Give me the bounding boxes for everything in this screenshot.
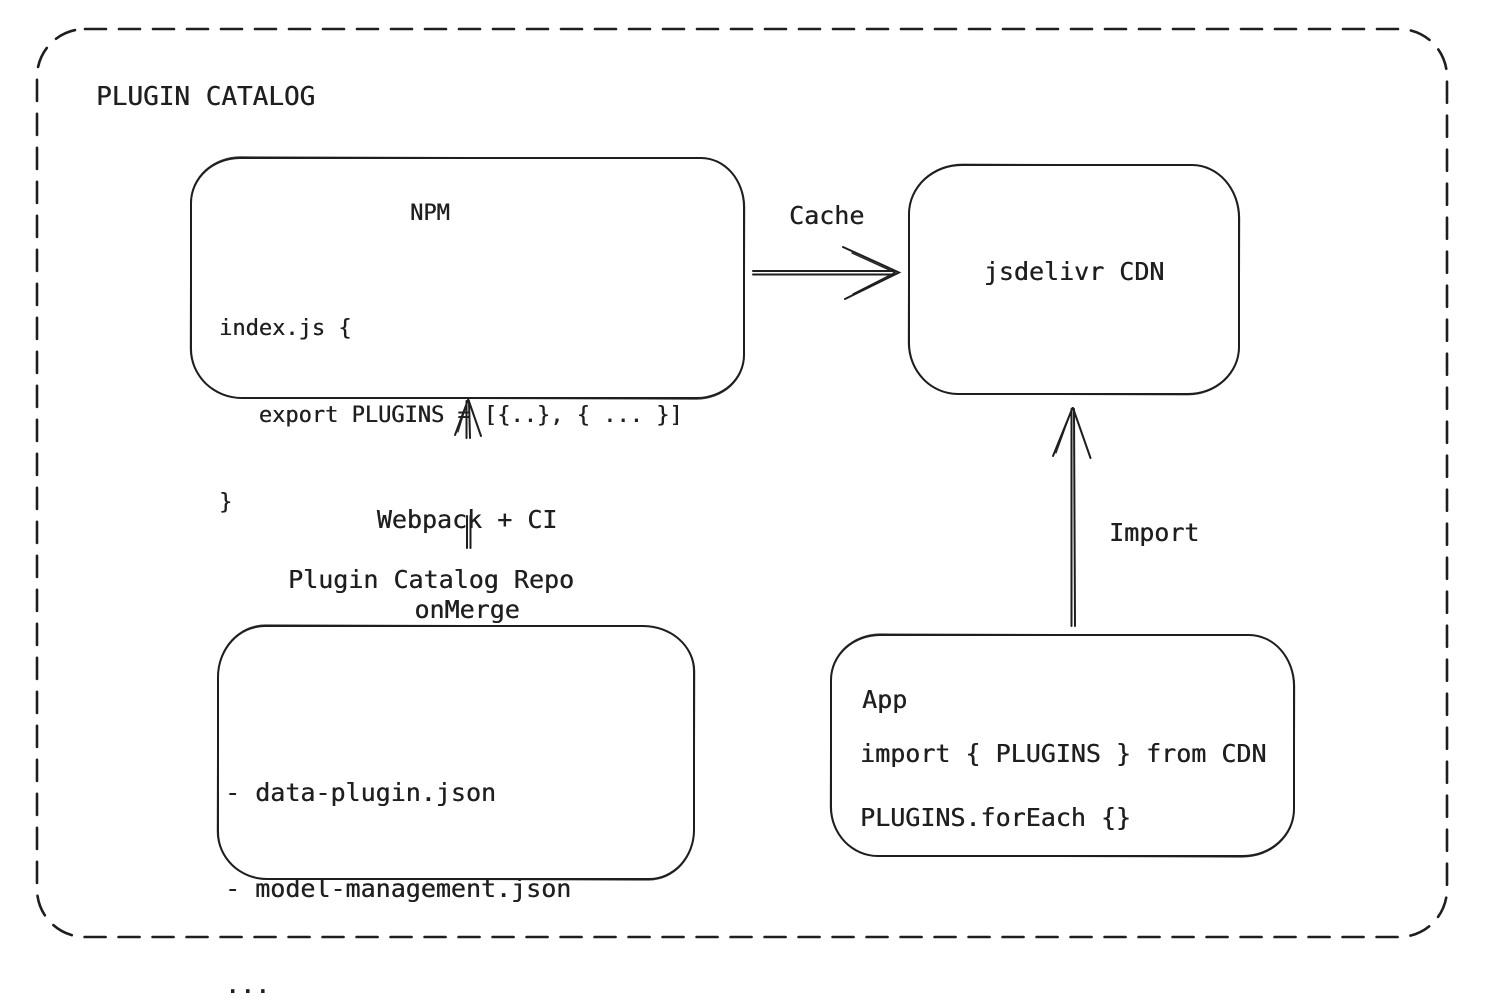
build-edge-label-line: Webpack + CI [376,505,558,534]
import-arrow [1052,407,1092,627]
cdn-node-label: jsdelivr CDN [983,257,1165,286]
repo-file-item: - data-plugin.json [225,778,496,807]
cache-edge-label: Cache [789,201,865,230]
repo-file-item: - model-management.json [225,874,572,903]
repo-file-item: ... [225,970,271,999]
build-edge-label-line: onMerge [414,595,520,624]
cdn-node: jsdelivr CDN [908,164,1240,395]
repo-node: - data-plugin.json - model-management.js… [217,625,695,999]
npm-node-title: NPM [410,201,450,226]
cache-arrow [752,246,902,300]
diagram-title: PLUGIN CATALOG [96,82,316,112]
npm-code-line: } [219,490,233,515]
repo-file-list: - data-plugin.json - model-management.js… [225,713,571,1002]
npm-node: NPM index.js { export PLUGINS = [{..}, {… [190,157,745,515]
build-edge-label: Webpack + CI onMerge [342,445,592,685]
import-edge-label: Import [1109,518,1200,547]
app-node-title: App [862,685,908,714]
app-node: App import { PLUGINS } from CDN PLUGINS.… [830,634,1295,857]
npm-code-line: export PLUGINS = [{..}, { ... }] [219,403,683,428]
app-code-line: import { PLUGINS } from CDN [860,739,1267,768]
app-code-line: PLUGINS.forEach {} [860,803,1131,832]
npm-code-block: index.js { export PLUGINS = [{..}, { ...… [219,256,683,575]
npm-code-line: index.js { [219,316,352,341]
repo-node-label: Plugin Catalog Repo [288,565,574,594]
